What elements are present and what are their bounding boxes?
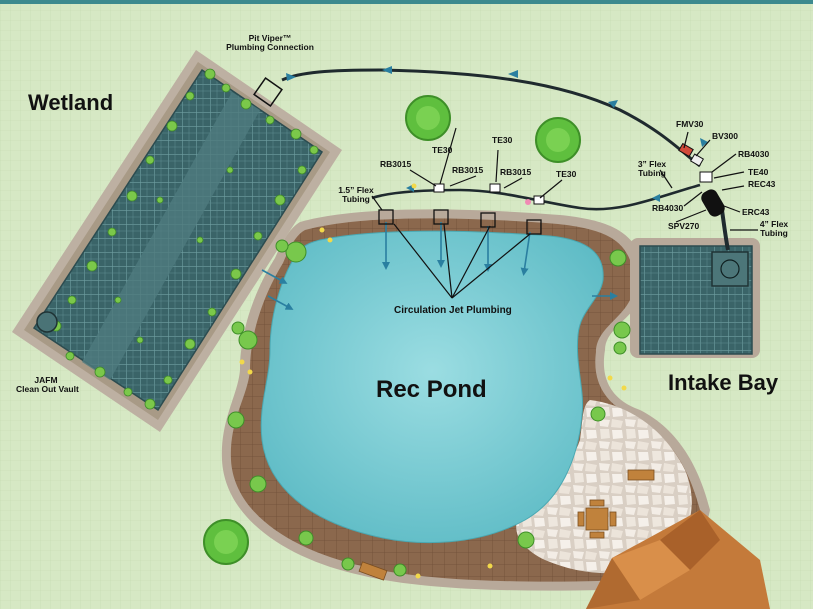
flex-4-label-line2: Tubing xyxy=(760,228,788,238)
rec43-label: REC43 xyxy=(748,179,776,189)
pit-viper-box xyxy=(253,77,283,107)
te30-label-b: TE30 xyxy=(492,135,513,145)
pit-viper-label: Pit Viper™ Plumbing Connection xyxy=(220,34,320,52)
wetland-label: Wetland xyxy=(28,90,114,115)
trees xyxy=(203,95,581,565)
flex-4-label-line1: 4” Flex xyxy=(759,219,789,229)
fittings xyxy=(433,142,725,217)
flagstone-patio xyxy=(516,400,692,574)
wetland-center-strip xyxy=(82,92,260,380)
rb3015-label-b: RB3015 xyxy=(452,165,484,175)
jafm-label-line1: JAFM xyxy=(34,375,58,385)
flow-arrows xyxy=(261,222,618,310)
rec-pond-label: Rec Pond xyxy=(376,376,487,403)
intake-bay-label: Intake Bay xyxy=(668,370,779,395)
jafm-vault xyxy=(36,311,58,333)
te30-label-c: TE30 xyxy=(556,169,577,179)
rb4030-label-a: RB4030 xyxy=(738,149,770,159)
rock-outcrop xyxy=(586,510,770,609)
flex-3-label: 3” Flex Tubing xyxy=(628,160,676,178)
jafm-label-line2: Clean Out Vault xyxy=(16,384,79,394)
erc43-label: ERC43 xyxy=(742,207,770,217)
rb3015-label-c: RB3015 xyxy=(500,167,532,177)
circulation-leaders xyxy=(371,127,758,299)
flex-15-label-line2: Tubing xyxy=(342,194,370,204)
circulation-label: Circulation Jet Plumbing xyxy=(394,305,512,316)
rec-pond-water xyxy=(260,230,604,544)
patio-furniture xyxy=(358,469,655,581)
flex-3-label-line1: 3” Flex xyxy=(637,159,667,169)
flex-tubing-4in xyxy=(720,209,730,251)
flex-15-label: 1.5” Flex Tubing xyxy=(330,186,382,204)
rb4030-label-b: RB4030 xyxy=(652,203,684,213)
spv270-label: SPV270 xyxy=(668,221,700,231)
top-border xyxy=(0,0,813,4)
skimmer-vault xyxy=(711,251,749,287)
pipe-direction-arrows xyxy=(286,66,708,202)
jet-boxes xyxy=(378,209,542,235)
flex-15-label-line1: 1.5” Flex xyxy=(338,185,374,195)
rb3015-label-a: RB3015 xyxy=(380,159,412,169)
flex-tubing-3in xyxy=(281,68,701,168)
jafm-label: JAFM Clean Out Vault xyxy=(16,375,79,394)
te30-label-a: TE30 xyxy=(432,145,453,155)
shrubs xyxy=(227,239,631,577)
flex-3-label-line2: Tubing xyxy=(638,168,666,178)
flowers xyxy=(239,183,627,579)
skimmer-vault-lid xyxy=(720,259,740,279)
flex-4-label: 4” Flex Tubing xyxy=(752,220,796,238)
bv300-label: BV300 xyxy=(712,131,738,141)
pit-viper-label-line2: Plumbing Connection xyxy=(226,42,314,52)
te40-label: TE40 xyxy=(748,167,769,177)
fmv30-label: FMV30 xyxy=(676,119,704,129)
pit-viper-label-line1: Pit Viper™ xyxy=(248,33,292,43)
